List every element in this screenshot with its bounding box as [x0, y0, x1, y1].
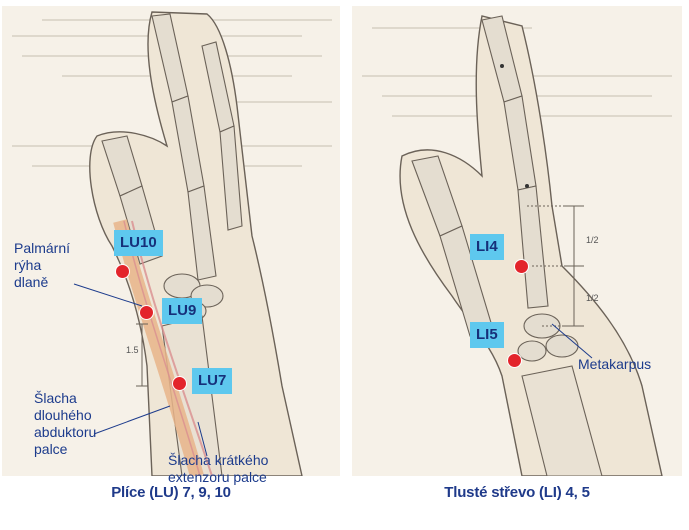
- annotation-long-abductor-tendon: Šlacha dlouhého abduktoru palce: [34, 390, 96, 458]
- annotation-line: dlouhého: [34, 407, 96, 424]
- annotation-line: Šlacha: [34, 390, 96, 407]
- annotation-line: Palmární: [14, 240, 70, 257]
- acupoint-li4-dot: [514, 259, 529, 274]
- acupoint-lu9-dot: [139, 305, 154, 320]
- acupoint-lu10-dot: [115, 264, 130, 279]
- annotation-line: rýha: [14, 257, 70, 274]
- acupoint-li5-dot: [507, 353, 522, 368]
- point-label-lu7: LU7: [192, 368, 232, 394]
- acupoint-lu7-dot: [172, 376, 187, 391]
- caption-large-intestine-points: Tlusté střevo (LI) 4, 5: [352, 480, 682, 506]
- annotation-metacarpus: Metakarpus: [578, 356, 651, 373]
- annotation-palmar-crease: Palmární rýha dlaně: [14, 240, 70, 291]
- annotation-line: Šlacha krátkého: [168, 452, 268, 469]
- measure-label-upper: 1/2: [586, 232, 599, 249]
- measure-label-lower: 1/2: [586, 290, 599, 307]
- annotation-line: abduktoru: [34, 424, 96, 441]
- hand-large-intestine-illustration: [352, 6, 682, 476]
- measure-label-left: 1.5: [126, 342, 139, 359]
- point-label-li5: LI5: [470, 322, 504, 348]
- caption-lung-points: Plíce (LU) 7, 9, 10: [2, 480, 340, 506]
- right-illustration-panel: [352, 6, 682, 476]
- annotation-line: dlaně: [14, 274, 70, 291]
- annotation-line: palce: [34, 441, 96, 458]
- point-label-lu9: LU9: [162, 298, 202, 324]
- point-label-lu10: LU10: [114, 230, 163, 256]
- point-label-li4: LI4: [470, 234, 504, 260]
